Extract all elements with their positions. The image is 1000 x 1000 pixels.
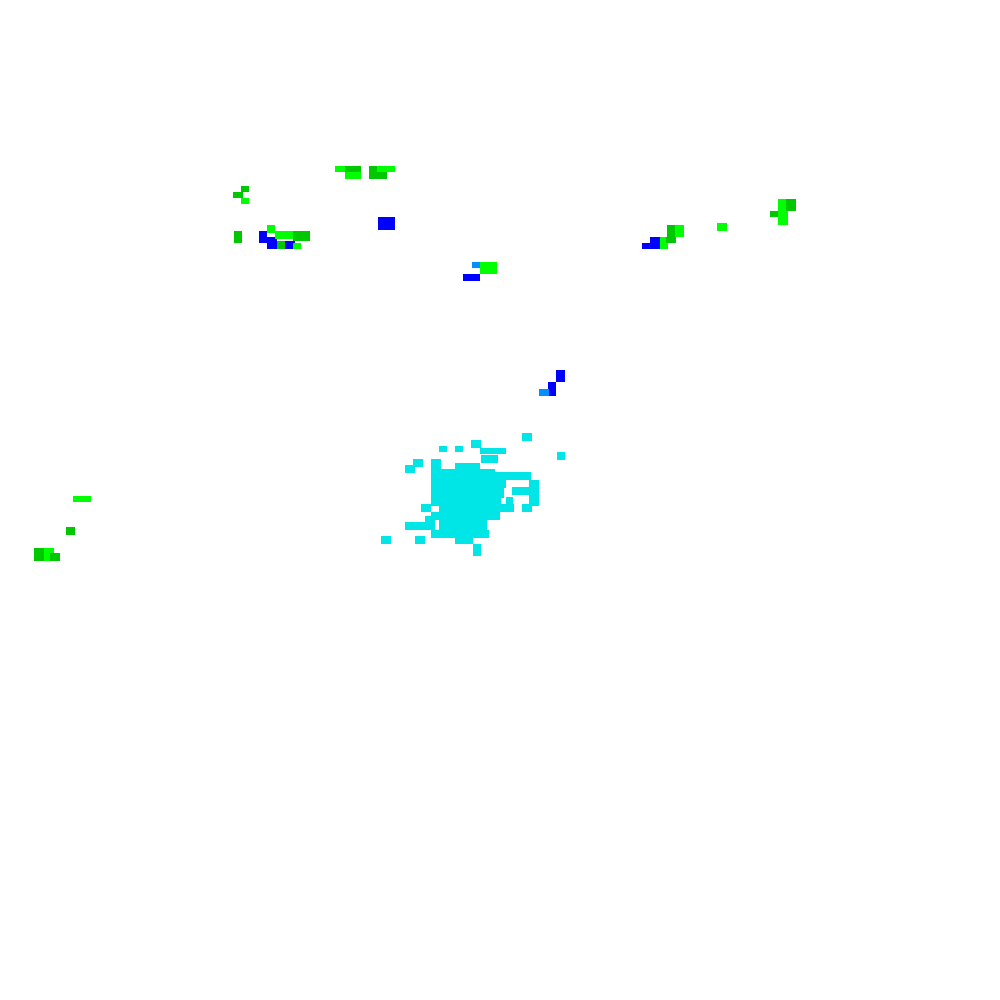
radar-echo-cell: [463, 274, 480, 281]
radar-echo-cell: [421, 504, 431, 512]
radar-echo-cell: [283, 231, 293, 239]
radar-echo-cell: [285, 241, 295, 249]
radar-echo-cell: [34, 548, 44, 561]
radar-echo-cell: [335, 166, 345, 172]
radar-echo-cell: [480, 448, 506, 454]
radar-echo-cell: [439, 446, 447, 452]
radar-echo-cell: [413, 459, 423, 467]
radar-echo-cell: [44, 548, 54, 561]
radar-echo-cell: [529, 480, 539, 506]
radar-echo-cell: [293, 231, 301, 241]
radar-echo-cell: [431, 469, 495, 479]
precipitation-echo-layer: [34, 166, 796, 561]
radar-echo-cell: [642, 243, 652, 249]
radar-echo-cell: [666, 237, 676, 243]
central-mixed-area: [381, 433, 565, 556]
radar-echo-cell: [473, 544, 481, 556]
radar-echo-cell: [675, 225, 684, 237]
radar-echo-cell: [455, 538, 473, 544]
central-cell: [463, 262, 565, 396]
radar-echo-cell: [405, 465, 415, 473]
radar-echo-cell: [259, 231, 267, 243]
radar-echo-cell: [480, 262, 497, 274]
radar-echo-cell: [539, 389, 549, 396]
radar-echo-cell: [415, 536, 425, 544]
radar-echo-cell: [267, 225, 275, 233]
radar-echo-cell: [495, 472, 531, 480]
radar-echo-cell: [667, 225, 677, 237]
radar-echo-cell: [431, 459, 441, 469]
radar-echo-cell: [522, 433, 532, 441]
radar-echo-cell: [73, 496, 91, 502]
west-edge-cluster: [34, 496, 91, 561]
radar-echo-cell: [377, 166, 395, 172]
radar-echo-cell: [369, 172, 387, 179]
radar-echo-cell: [481, 455, 498, 463]
radar-echo-cell: [439, 520, 487, 530]
radar-echo-cell: [650, 237, 660, 249]
radar-echo-cell: [786, 199, 796, 211]
radar-echo-cell: [455, 463, 480, 473]
radar-echo-cell: [778, 213, 788, 225]
radar-echo-cell: [241, 198, 249, 204]
radar-echo-cell: [522, 504, 532, 512]
radar-echo-cell: [50, 553, 60, 561]
radar-echo-cell: [431, 478, 506, 488]
radar-echo-cell: [660, 237, 668, 249]
radar-echo-cell: [431, 488, 504, 498]
radar-echo-cell: [455, 446, 463, 452]
radar-echo-cell: [275, 231, 285, 239]
radar-echo-cell: [556, 370, 565, 382]
radar-echo-cell: [431, 530, 489, 538]
radar-echo-cell: [405, 522, 425, 530]
radar-echo-cell: [301, 231, 310, 241]
radar-echo-cell: [548, 382, 556, 396]
radar-echo-cell: [241, 186, 249, 192]
radar-echo-cell: [345, 166, 361, 172]
northeast-cluster: [642, 199, 796, 249]
radar-echo-cell: [472, 262, 480, 268]
radar-echo-cell: [439, 504, 514, 512]
radar-echo-cell: [66, 527, 75, 535]
radar-echo-cell: [345, 172, 361, 179]
northwest-cluster: [233, 186, 310, 249]
north-center-cluster: [335, 166, 395, 230]
radar-echo-cell: [425, 516, 435, 530]
radar-echo-cell: [234, 231, 242, 243]
radar-echo-cell: [293, 243, 301, 249]
radar-echo-cell: [512, 487, 539, 495]
radar-echo-cell: [378, 217, 395, 230]
radar-echo-cell: [471, 440, 481, 448]
radar-echo-cell: [369, 166, 379, 172]
radar-echo-cell: [557, 452, 565, 460]
radar-echo-cell: [717, 223, 727, 231]
radar-echo-cell: [506, 497, 513, 505]
radar-echo-cell: [267, 237, 277, 249]
radar-echo-cell: [233, 192, 243, 198]
radar-echo-cell: [770, 211, 780, 217]
radar-echo-cell: [277, 241, 285, 249]
radar-echo-cell: [431, 498, 501, 506]
radar-echo-cell: [778, 199, 788, 213]
radar-echo-cell: [381, 536, 391, 544]
radar-echo-cell: [431, 512, 500, 520]
